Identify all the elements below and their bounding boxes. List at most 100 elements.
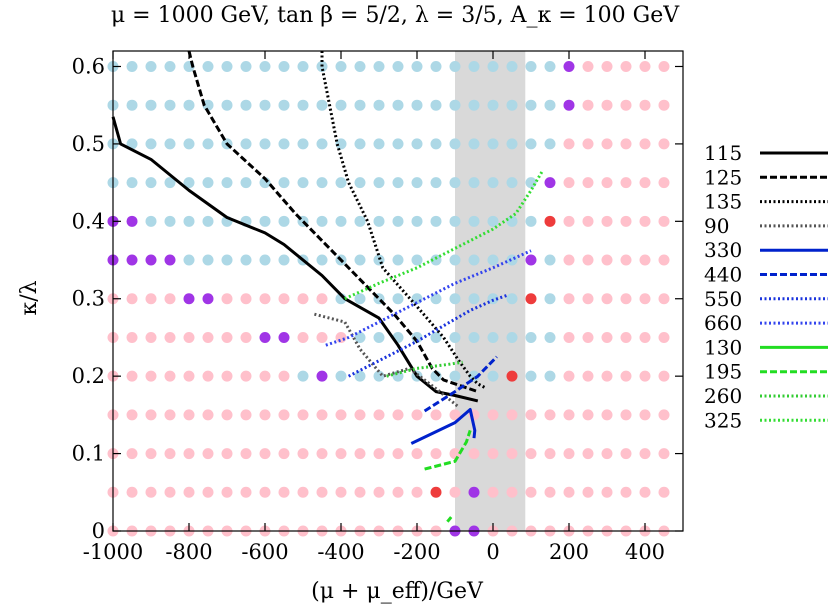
shaded-band-layer (455, 51, 526, 531)
scan-point (202, 177, 214, 189)
scan-point (430, 177, 442, 189)
scan-point (525, 254, 537, 266)
scan-point (506, 138, 518, 150)
series-line-115 (111, 116, 479, 403)
scan-point (544, 486, 556, 498)
scan-point (506, 60, 518, 72)
scan-point (525, 448, 537, 460)
scan-point (449, 293, 461, 305)
scan-point (506, 370, 518, 382)
scan-point (544, 60, 556, 72)
scan-point (449, 331, 461, 343)
scan-point (449, 448, 461, 460)
scan-point (620, 331, 632, 343)
x-tick-label: -400 (317, 540, 364, 564)
scan-point (563, 138, 575, 150)
y-tick-label: 0 (92, 519, 105, 543)
scan-point (240, 60, 252, 72)
scan-point (145, 370, 157, 382)
scan-point (335, 215, 347, 227)
scan-point (582, 486, 594, 498)
scan-point (449, 486, 461, 498)
scan-point (202, 215, 214, 227)
scan-point (354, 99, 366, 111)
scan-point (335, 331, 347, 343)
scan-point (506, 293, 518, 305)
legend-label-115: 115 (704, 141, 742, 165)
scan-point (506, 215, 518, 227)
scan-point (468, 138, 480, 150)
scan-point (164, 99, 176, 111)
scan-point (620, 293, 632, 305)
scan-point (183, 99, 195, 111)
scan-point (430, 215, 442, 227)
scan-point (259, 138, 271, 150)
scan-point (544, 448, 556, 460)
scan-point (316, 370, 328, 382)
scan-point (544, 409, 556, 421)
legend-label-125: 125 (704, 165, 742, 189)
scan-point (392, 138, 404, 150)
scan-point (601, 60, 613, 72)
scan-point (392, 448, 404, 460)
scan-point (221, 60, 233, 72)
scan-point (126, 254, 138, 266)
scan-point (240, 293, 252, 305)
scan-point (297, 486, 309, 498)
scan-point (183, 486, 195, 498)
scan-point (164, 293, 176, 305)
scan-point (221, 99, 233, 111)
scan-point (164, 215, 176, 227)
scan-point (392, 215, 404, 227)
scan-point (392, 99, 404, 111)
scan-point (506, 177, 518, 189)
scan-point (620, 99, 632, 111)
scan-point (240, 409, 252, 421)
scan-point (544, 138, 556, 150)
scan-point (506, 331, 518, 343)
scan-point (183, 138, 195, 150)
scan-point (240, 177, 252, 189)
y-tick-label: 0.2 (72, 364, 105, 388)
scan-point (335, 486, 347, 498)
scan-point (164, 448, 176, 460)
scan-point (639, 138, 651, 150)
scan-point (601, 448, 613, 460)
scan-point (620, 215, 632, 227)
scan-point (658, 215, 670, 227)
scan-point (183, 177, 195, 189)
scan-point (639, 486, 651, 498)
chart-title: μ = 1000 GeV, tan β = 5/2, λ = 3/5, A_κ … (111, 3, 680, 28)
scan-point (354, 254, 366, 266)
scan-point (373, 409, 385, 421)
scan-point (658, 177, 670, 189)
scan-point (449, 138, 461, 150)
scan-point (373, 215, 385, 227)
legend-label-130: 130 (704, 335, 742, 359)
scan-point (335, 177, 347, 189)
scan-point (278, 293, 290, 305)
scan-point (335, 370, 347, 382)
scan-point (202, 331, 214, 343)
scan-point (316, 177, 328, 189)
scan-point (506, 99, 518, 111)
scan-point (373, 486, 385, 498)
scan-point (373, 99, 385, 111)
scan-point (164, 254, 176, 266)
scan-point (487, 331, 499, 343)
scan-point (658, 448, 670, 460)
scan-point (430, 486, 442, 498)
scan-point (468, 177, 480, 189)
scan-point (411, 60, 423, 72)
scan-point (430, 331, 442, 343)
scan-point (126, 409, 138, 421)
series-line-90 (314, 312, 460, 409)
series-line-260 (386, 360, 463, 378)
scan-point (620, 409, 632, 421)
series-line-195 (424, 429, 472, 471)
scan-point (449, 99, 461, 111)
scan-point (316, 409, 328, 421)
scan-point (259, 215, 271, 227)
scan-point (392, 60, 404, 72)
scan-point (658, 486, 670, 498)
